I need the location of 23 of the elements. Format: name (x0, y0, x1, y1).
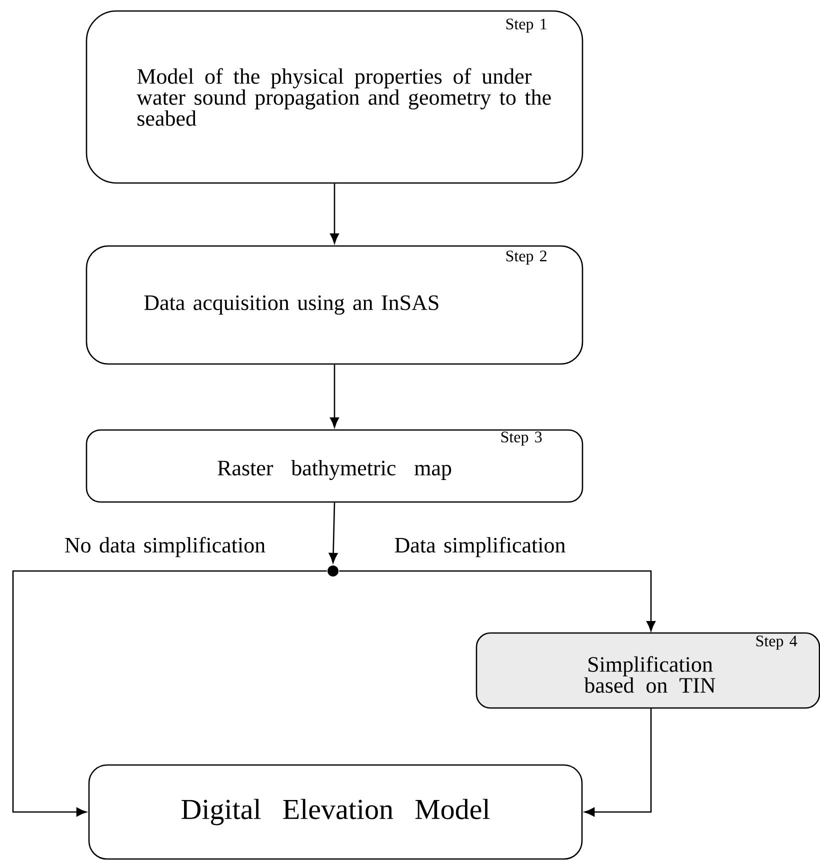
box-text: Data acquisition using an InSAS (144, 295, 438, 315)
box-text: Model of the physical properties of under water sound propagation and geometry to the seabed (136, 68, 551, 126)
box-text: Raster bathymetric map (218, 460, 452, 480)
arrow (328, 502, 338, 564)
step-label: Step 2 (506, 250, 546, 265)
arrow (12, 570, 327, 816)
process-box (88, 764, 583, 860)
box-text: Simplification based on TIN (584, 656, 716, 693)
edge-label: No data simplification (63, 536, 267, 558)
edge-label: Data simplification (393, 536, 567, 558)
process-box (86, 245, 584, 365)
step-label: Step 3 (501, 432, 542, 446)
box-text: Digital Elevation Model (182, 798, 490, 826)
arrow (330, 184, 339, 244)
process-box (86, 10, 584, 184)
junction-dot (328, 566, 338, 576)
step-label: Step 1 (506, 18, 546, 33)
step-label: Step 4 (756, 636, 798, 650)
arrow (339, 570, 656, 632)
arrow (584, 708, 652, 816)
arrow (330, 364, 339, 428)
process-box (86, 429, 584, 503)
process-box (476, 632, 820, 709)
